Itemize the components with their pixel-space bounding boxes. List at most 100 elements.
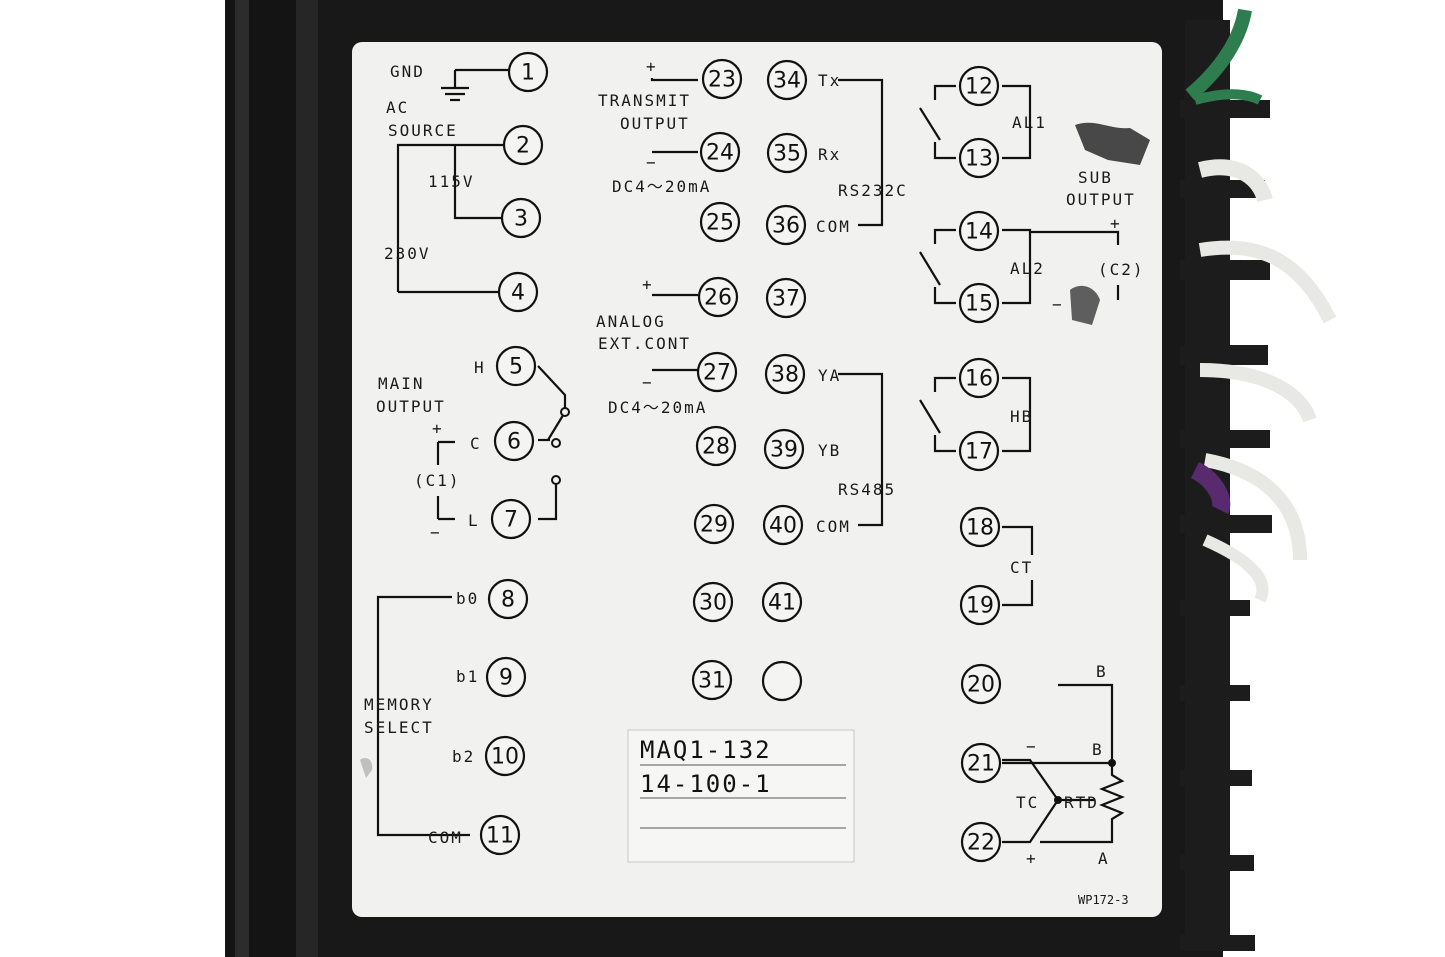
terminal-27: 27 (696, 351, 738, 393)
terminal-circle (502, 124, 544, 166)
terminal-circle (693, 503, 735, 545)
terminal-circle (500, 197, 542, 239)
terminal-number: 21 (967, 752, 995, 777)
terminal-number: 34 (773, 69, 801, 94)
model-line-1: MAQ1-132 (640, 736, 772, 764)
terminal-4: 4 (497, 271, 539, 313)
terminal-circle (960, 663, 1002, 705)
label-tc: TC (1016, 793, 1039, 812)
terminal-number: 9 (499, 666, 513, 691)
terminal-number: 5 (509, 355, 523, 380)
label-230v: 230V (384, 244, 431, 263)
label-h: H (474, 358, 486, 377)
label-hb: HB (1010, 407, 1033, 426)
terminal-circle (691, 659, 733, 701)
terminal-circle (495, 345, 537, 387)
label-main-output: OUTPUT (376, 397, 446, 416)
terminal-circle (960, 742, 1002, 784)
terminal-circle (493, 420, 535, 462)
terminal-circle (490, 498, 532, 540)
terminal-circle (762, 504, 804, 546)
terminal-circle (959, 584, 1001, 626)
terminal-28: 28 (695, 425, 737, 467)
terminal-number: 40 (769, 514, 797, 539)
terminal-38: 38 (764, 353, 806, 395)
label-select: SELECT (364, 718, 434, 737)
terminal-20: 20 (960, 663, 1002, 705)
terminal-16: 16 (958, 357, 1000, 399)
terminal-number: 12 (965, 75, 993, 100)
label-c2: (C2) (1098, 260, 1145, 279)
terminal-number: 37 (772, 287, 800, 312)
terminal-35: 35 (766, 132, 808, 174)
terminal-number: 31 (698, 669, 726, 694)
label-b-top: B (1096, 662, 1108, 681)
terminal-number: 17 (965, 440, 993, 465)
terminal-29: 29 (693, 503, 735, 545)
terminal-number: 11 (486, 824, 514, 849)
terminal-number: 15 (965, 292, 993, 317)
label-main-plus: + (432, 419, 444, 438)
terminal-6: 6 (493, 420, 535, 462)
label-dc420-transmit: DC4～20mA (612, 177, 711, 196)
terminal-circle (766, 59, 808, 101)
terminal-circle (763, 428, 805, 470)
label-com-rs232c: COM (816, 217, 851, 236)
terminal-number: 27 (703, 361, 731, 386)
label-al2: AL2 (1010, 259, 1045, 278)
terminal-circle (497, 271, 539, 313)
terminal-circle (761, 660, 803, 702)
label-dc420-analog: DC4～20mA (608, 398, 707, 417)
terminal-8: 8 (487, 578, 529, 620)
connected-wires (1185, 8, 1337, 603)
terminal-7: 7 (490, 498, 532, 540)
label-sub-output: OUTPUT (1066, 190, 1136, 209)
label-analog: ANALOG (596, 312, 666, 331)
housing-left-rim (296, 0, 318, 957)
terminal-circle (699, 131, 741, 173)
terminal-number: 13 (965, 147, 993, 172)
terminal-5: 5 (495, 345, 537, 387)
terminal-41: 41 (761, 581, 803, 623)
terminal-circle (701, 58, 743, 100)
terminal-number: 30 (699, 591, 727, 616)
terminal-circle (697, 276, 739, 318)
label-memory: MEMORY (364, 695, 434, 714)
terminal-13: 13 (958, 137, 1000, 179)
terminal-17: 17 (958, 430, 1000, 472)
terminal-group: 1234567891011121314151617181920212223242… (479, 51, 1002, 863)
terminal-number: 39 (770, 438, 798, 463)
terminal-2: 2 (502, 124, 544, 166)
terminal-23: 23 (701, 58, 743, 100)
terminal-number: 1 (521, 61, 535, 86)
terminal-number: 35 (773, 142, 801, 167)
terminal-31: 31 (691, 659, 733, 701)
label-rtd-minus: − (1026, 737, 1038, 756)
housing-highlight (235, 0, 249, 957)
terminal-24: 24 (699, 131, 741, 173)
residue-patches (360, 122, 1150, 778)
label-rs232c: RS232C (838, 181, 908, 200)
label-c1: (C1) (414, 471, 461, 490)
terminal-circle (958, 357, 1000, 399)
label-transmit-output: OUTPUT (620, 114, 690, 133)
terminal-circle (958, 65, 1000, 107)
terminal-number: 4 (511, 281, 525, 306)
label-gnd: GND (390, 62, 425, 81)
terminal-number: 18 (966, 516, 994, 541)
terminal-12: 12 (958, 65, 1000, 107)
label-rtd: RTD (1064, 793, 1099, 812)
label-main-minus: − (430, 523, 442, 542)
terminal-circle (484, 735, 526, 777)
terminal-circle (699, 201, 741, 243)
terminal-number: 6 (507, 430, 521, 455)
label-sub-plus: + (1110, 214, 1122, 233)
terminal-18: 18 (959, 506, 1001, 548)
terminal-circle (485, 656, 527, 698)
label-b-mid: B (1092, 740, 1104, 759)
label-analog-plus: + (642, 275, 654, 294)
terminal-circle (958, 430, 1000, 472)
label-com-memory: COM (428, 828, 463, 847)
label-ac: AC (386, 98, 409, 117)
